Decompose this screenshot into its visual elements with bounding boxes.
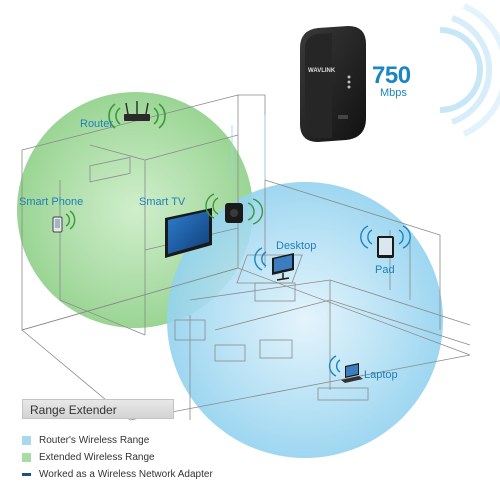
- legend-item-routers-range: Router's Wireless Range: [22, 434, 322, 448]
- range-extender-device-icon: WAVLINK: [300, 26, 366, 142]
- laptop-icon: [328, 355, 363, 383]
- legend-label: Extended Wireless Range: [39, 452, 155, 463]
- pad-label: Pad: [375, 264, 395, 276]
- legend-swatch-blue: [22, 436, 31, 445]
- smart-tv-label: Smart TV: [139, 196, 186, 208]
- speed-unit: Mbps: [380, 87, 407, 99]
- extender-logo: WAVLINK: [308, 68, 336, 74]
- legend-item-adapter: Worked as a Wireless Network Adapter: [22, 468, 322, 482]
- desktop-label: Desktop: [276, 240, 317, 252]
- router-label: Router: [80, 118, 114, 130]
- adapter-extender-icon: [225, 198, 264, 225]
- legend-item-extended-range: Extended Wireless Range: [22, 451, 322, 465]
- legend-bar-navy: [22, 473, 31, 476]
- house-floor-plan: [21, 94, 471, 421]
- desktop-icon: [254, 247, 294, 281]
- range-extender-badge: Range Extender: [22, 399, 174, 419]
- connection-lines: [231, 115, 266, 180]
- smart-phone-icon: [52, 210, 76, 233]
- smart-tv-icon: [165, 193, 219, 258]
- legend-label: Worked as a Wireless Network Adapter: [39, 469, 213, 480]
- pad-icon: [360, 225, 411, 258]
- laptop-label: Laptop: [364, 369, 398, 381]
- range-extender-title: Range Extender: [30, 403, 117, 417]
- speed-value: 750: [372, 62, 411, 89]
- legend-label: Router's Wireless Range: [39, 435, 150, 446]
- extended-range-circle: [167, 182, 443, 458]
- router-icon: [108, 101, 166, 129]
- legend-swatch-green: [22, 453, 31, 462]
- smart-phone-label: Smart Phone: [19, 196, 84, 208]
